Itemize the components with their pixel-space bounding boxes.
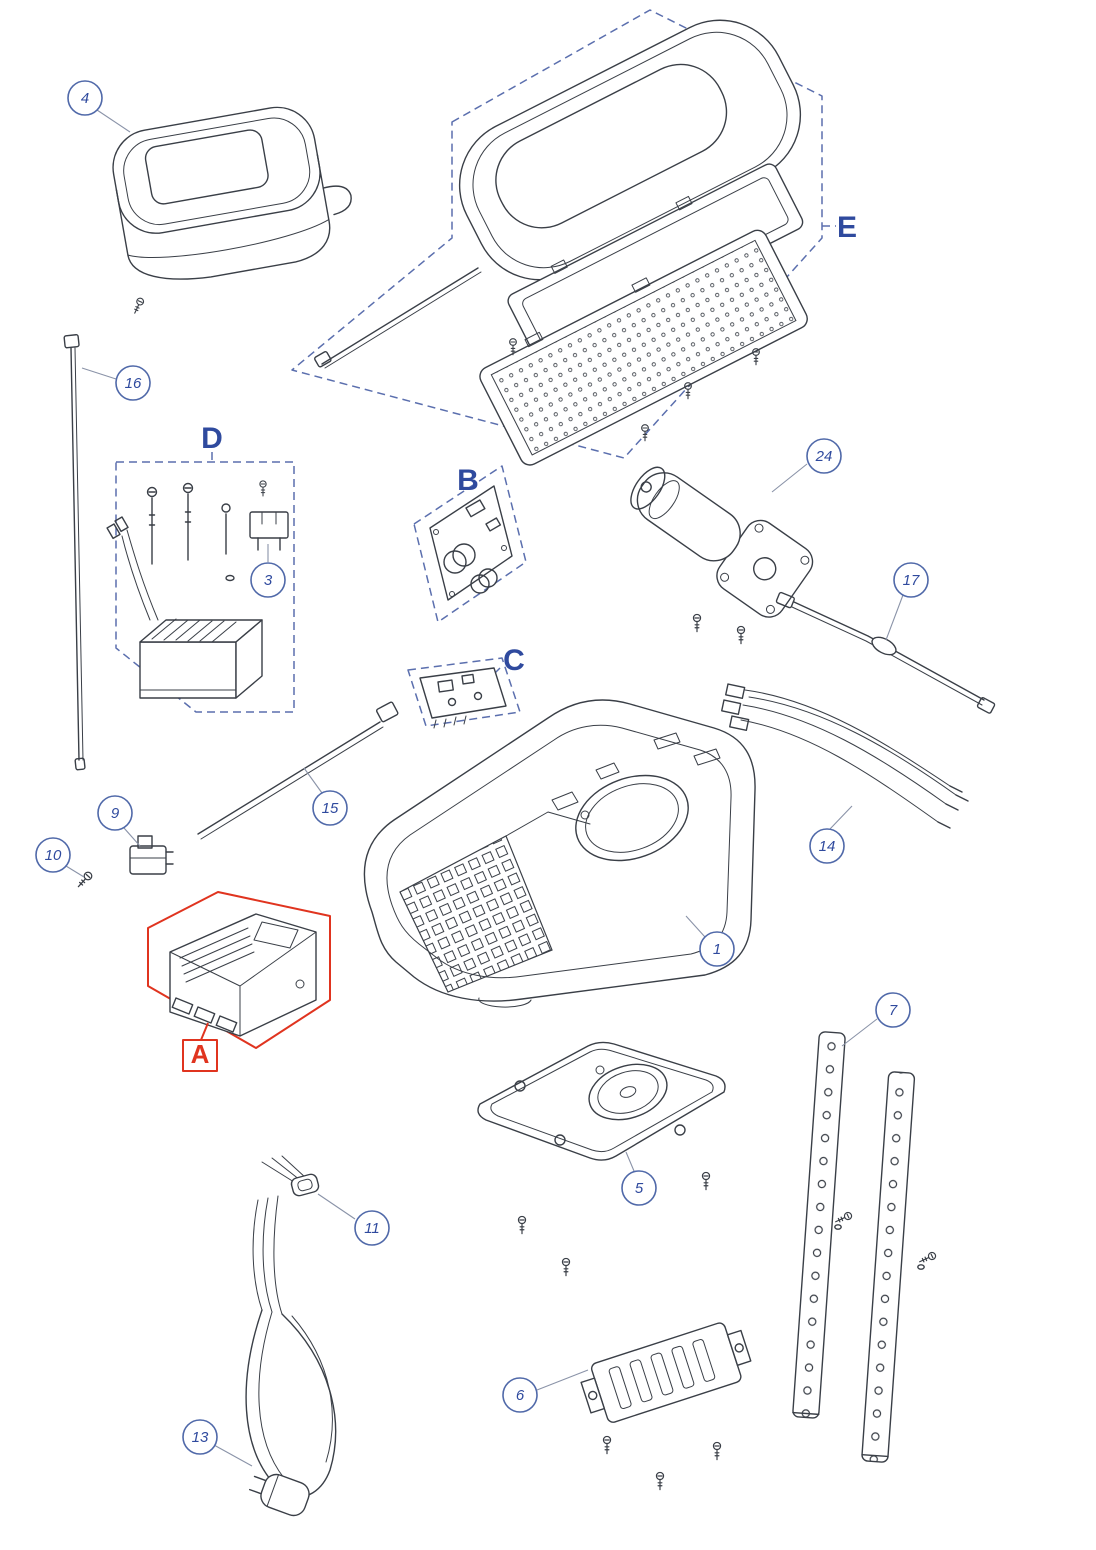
part-chassis [363, 699, 756, 1008]
callout-14-label: 14 [819, 838, 836, 855]
callout-15[interactable]: 15 [312, 790, 348, 826]
callout-7-label: 7 [889, 1002, 898, 1019]
part-switch [129, 835, 174, 875]
part-rod [197, 701, 399, 840]
part-cover-assembly [314, 19, 808, 466]
callout-3[interactable]: 3 [250, 562, 286, 598]
part-mounting-rails [792, 1031, 938, 1463]
callout-24[interactable]: 24 [806, 438, 842, 474]
callout-13-label: 13 [192, 1429, 209, 1446]
leader-lines [65, 109, 904, 1467]
part-antenna-rod [63, 334, 86, 771]
callout-10-label: 10 [45, 847, 62, 864]
part-bracket [580, 1322, 752, 1491]
callout-11-label: 11 [364, 1220, 380, 1237]
callout-15-label: 15 [322, 800, 339, 817]
callout-4[interactable]: 4 [67, 80, 103, 116]
group-label-B[interactable]: B [457, 464, 479, 497]
part-power-cord [245, 1195, 337, 1517]
transformer-wires [106, 516, 159, 621]
part-receiver-board [419, 667, 507, 729]
part-transformer-assembly [106, 480, 289, 699]
plug [249, 1473, 310, 1517]
callout-5-label: 5 [635, 1180, 644, 1197]
callout-1-label: 1 [713, 941, 721, 958]
callout-3-label: 3 [264, 572, 273, 589]
light-rod [314, 267, 482, 369]
callout-1[interactable]: 1 [699, 931, 735, 967]
group-label-C[interactable]: C [503, 644, 525, 677]
callout-9-label: 9 [111, 805, 120, 822]
part-control-board-highlighted[interactable] [147, 891, 331, 1049]
callout-16[interactable]: 16 [115, 365, 151, 401]
callout-16-label: 16 [125, 375, 142, 392]
part-power-board [429, 485, 513, 601]
callout-11[interactable]: 11 [354, 1210, 390, 1246]
group-label-D[interactable]: D [201, 422, 223, 455]
callout-17[interactable]: 17 [893, 562, 929, 598]
group-label-E[interactable]: E [837, 211, 857, 244]
part-cable [775, 591, 996, 714]
part-base-plate [477, 1041, 726, 1277]
group-label-A: A [191, 1039, 210, 1069]
callout-24-label: 24 [815, 448, 833, 465]
callout-7[interactable]: 7 [875, 992, 911, 1028]
part-motor [630, 466, 814, 645]
perforated-panel [479, 229, 808, 466]
group-label-A-selected[interactable]: A [182, 1022, 218, 1072]
callout-10[interactable]: 10 [35, 837, 71, 873]
transformer-screws [146, 482, 235, 582]
part-terminal-block [249, 480, 289, 551]
callout-4-label: 4 [81, 90, 89, 107]
part-grommet [261, 1155, 320, 1197]
assembly-boundary-D [115, 452, 295, 713]
callout-6-label: 6 [516, 1387, 525, 1404]
control-board [169, 913, 317, 1037]
part-wire-harness [721, 683, 969, 829]
assembly-boundary-B [413, 465, 527, 623]
callout-13[interactable]: 13 [182, 1419, 218, 1455]
callout-17-label: 17 [903, 572, 920, 589]
part-lens-cover [112, 106, 352, 316]
callout-6[interactable]: 6 [502, 1377, 538, 1413]
callout-14[interactable]: 14 [809, 828, 845, 864]
callout-9[interactable]: 9 [97, 795, 133, 831]
callout-5[interactable]: 5 [621, 1170, 657, 1206]
transformer-fins [139, 618, 237, 691]
